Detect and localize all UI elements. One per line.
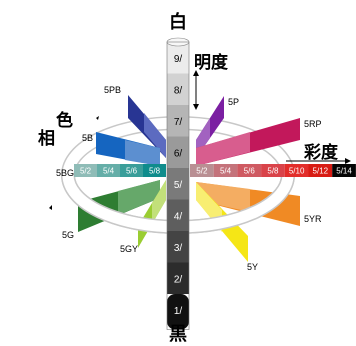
value-step-5 xyxy=(167,168,189,200)
right-chroma-cell-5 xyxy=(284,164,309,177)
left-chroma-cell-label: 5/4 xyxy=(103,167,115,176)
right-chroma-cell-label: 5/10 xyxy=(289,167,305,176)
right-chroma-cell-label: 5/2 xyxy=(196,167,208,176)
hue-label-5pb: 5PB xyxy=(104,85,121,95)
right-chroma-cell-2 xyxy=(213,164,238,177)
right-chroma-strip: 5/2 5/4 5/6 5/8 5/10 5/12 5/14 xyxy=(190,164,356,177)
hue-arrow-tip-left xyxy=(49,205,52,210)
value-column: 9/8/7/6/5/4/3/2/1/ xyxy=(166,37,190,330)
hue-axis-label-a: 色 xyxy=(56,110,73,131)
value-step-7 xyxy=(167,231,189,263)
hue-label-5yr: 5YR xyxy=(304,214,322,224)
hue-panel-5pb-inner xyxy=(144,113,166,158)
hue-label-5b: 5B xyxy=(82,133,93,143)
hue-label-5y: 5Y xyxy=(247,262,258,272)
black-label: 黒 xyxy=(169,324,187,345)
value-step-label: 7/ xyxy=(174,117,183,128)
left-chroma-cell-label: 5/2 xyxy=(80,167,92,176)
left-chroma-cell-label: 5/6 xyxy=(126,167,138,176)
right-chroma-cell-label: 5/14 xyxy=(336,167,352,176)
value-axis-label: 明度 xyxy=(194,52,229,73)
value-step-label: 9/ xyxy=(174,54,183,65)
value-step-6 xyxy=(167,199,189,231)
right-chroma-cell-6 xyxy=(308,164,333,177)
value-step-3 xyxy=(167,105,189,137)
hue-label-5g: 5G xyxy=(62,230,74,240)
hue-panel-5b-inner xyxy=(125,140,160,166)
hue-label-5bg: 5BG xyxy=(56,168,74,178)
value-step-4 xyxy=(167,136,189,168)
value-column-outline xyxy=(166,41,190,330)
value-step-label: 4/ xyxy=(174,211,183,222)
hue-axis-label-b: 相 xyxy=(38,128,55,149)
value-arrow xyxy=(193,70,199,110)
right-chroma-cell-label: 5/12 xyxy=(313,167,329,176)
value-step-label: 8/ xyxy=(174,85,183,96)
hue-label-5gy: 5GY xyxy=(120,244,138,254)
hue-panel-5g-inner xyxy=(118,180,160,215)
right-chroma-cell-3 xyxy=(237,164,262,177)
right-chroma-cell-label: 5/8 xyxy=(267,167,279,176)
hue-label-5p: 5P xyxy=(228,97,239,107)
value-step-8 xyxy=(167,262,189,294)
value-step-2 xyxy=(167,73,189,105)
left-chroma-cell-4 xyxy=(74,164,97,177)
right-chroma-cell-4 xyxy=(261,164,285,177)
hue-panel-5yr-inner xyxy=(196,182,250,212)
value-step-label: 6/ xyxy=(174,148,183,159)
value-step-9 xyxy=(167,294,189,330)
left-chroma-cell-1 xyxy=(143,164,166,177)
left-chroma-strip: 5/8 5/6 5/4 5/2 xyxy=(74,164,166,177)
value-step-label: 3/ xyxy=(174,243,183,254)
left-chroma-cell-3 xyxy=(97,164,120,177)
white-label: 白 xyxy=(169,11,187,33)
chroma-arrow xyxy=(286,158,351,164)
right-chroma-cell-7 xyxy=(332,164,356,177)
hue-arrow-tip-top xyxy=(96,116,99,120)
hue-panel-5gy-inner xyxy=(152,180,166,224)
right-chroma-cell-label: 5/4 xyxy=(220,167,232,176)
chroma-axis-label: 彩度 xyxy=(303,142,339,163)
value-step-label: 2/ xyxy=(174,274,183,285)
hue-label-5rp: 5RP xyxy=(304,119,322,129)
left-chroma-cell-2 xyxy=(120,164,143,177)
right-chroma-cell-label: 5/6 xyxy=(244,167,256,176)
left-chroma-cell-label: 5/8 xyxy=(149,167,161,176)
hue-panel-5rp-inner xyxy=(196,132,250,166)
value-step-label: 5/ xyxy=(174,180,183,191)
value-step-1 xyxy=(167,42,189,74)
value-step-label: 1/ xyxy=(174,306,183,317)
right-chroma-cell-1 xyxy=(190,164,214,177)
